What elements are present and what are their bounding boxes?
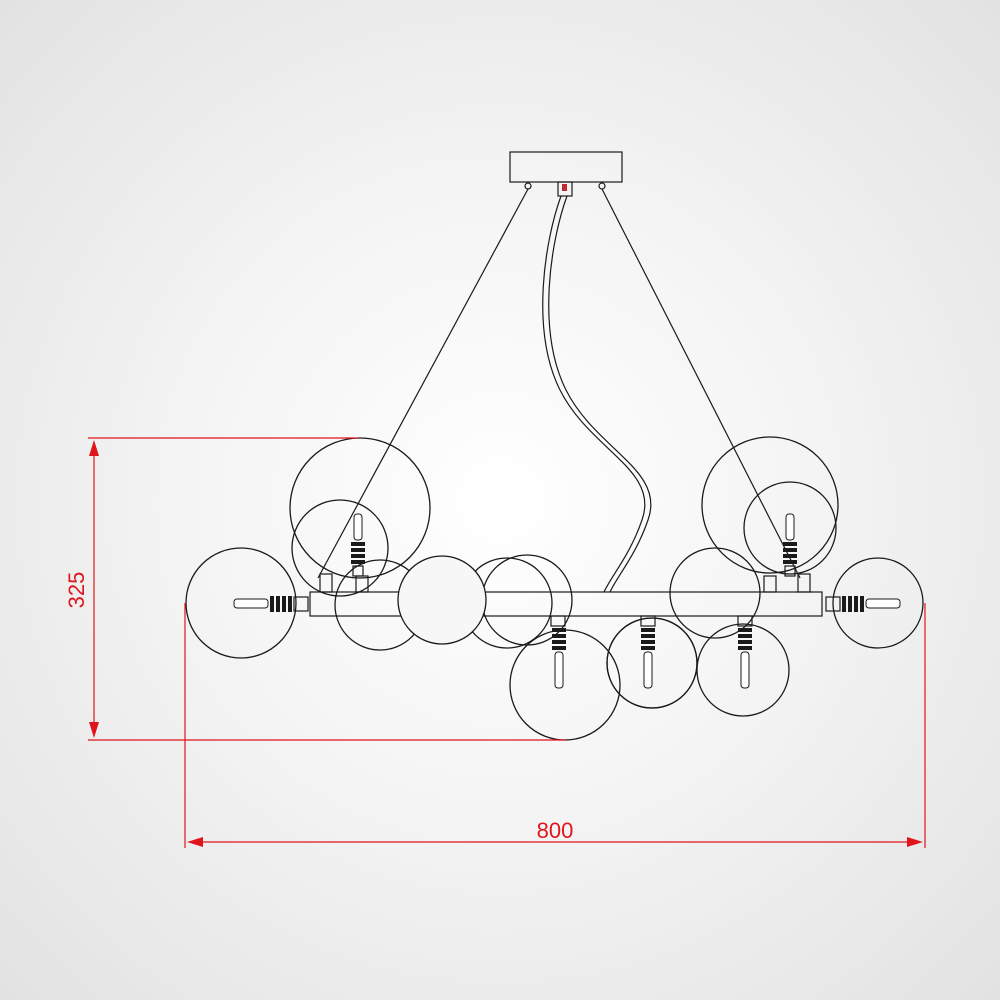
ceiling-canopy [509,151,623,197]
height-arrow-top [89,440,99,456]
hanging-bulb-2 [641,628,655,689]
suspension-wires [317,188,801,579]
height-arrow-bottom [89,722,99,738]
hanging-bulb-1 [552,628,566,689]
width-dimension: 800 [184,603,926,848]
height-label: 325 [64,572,89,609]
front-globes [185,547,924,741]
upright-bulb-right [783,513,797,577]
width-arrow-right [907,837,923,847]
frame-bar [309,573,823,627]
side-bulb-left [233,596,309,612]
upright-bulb-left [351,513,365,577]
side-bulb-right [825,596,901,612]
width-label: 800 [537,818,574,843]
power-cord [542,195,652,593]
hanging-bulb-3 [738,628,752,689]
height-dimension: 325 [64,437,566,741]
width-arrow-left [187,837,203,847]
